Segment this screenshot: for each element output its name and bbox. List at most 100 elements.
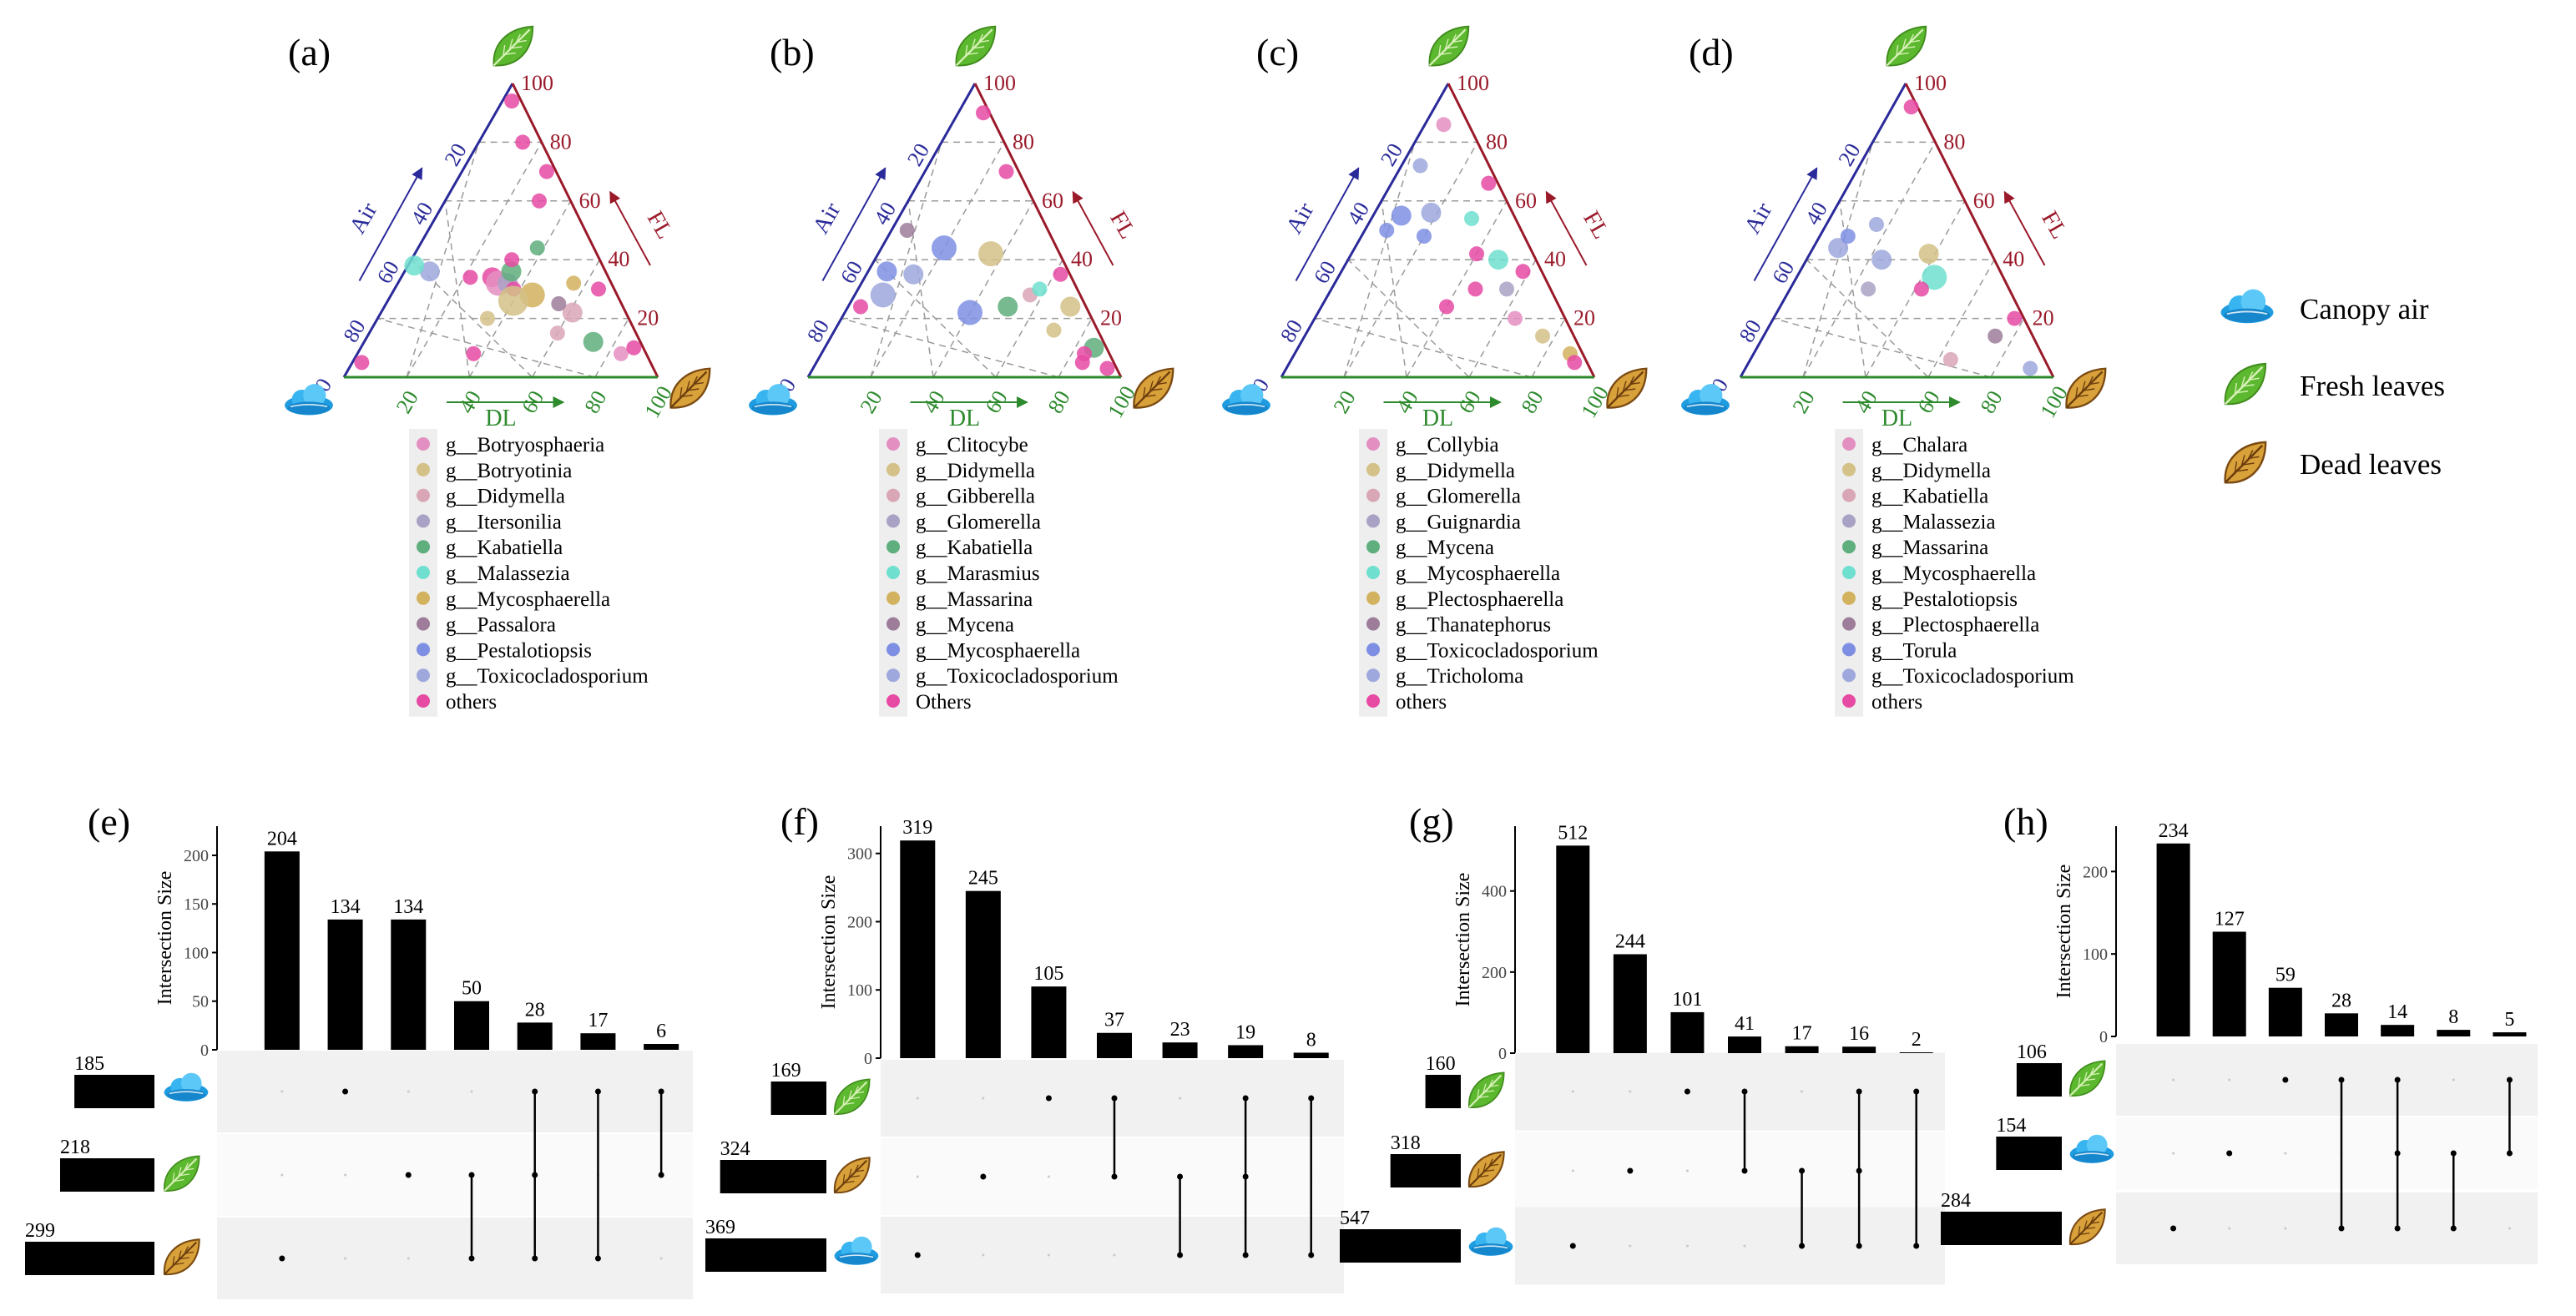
dry-leaf-icon xyxy=(2065,367,2107,409)
matrix-dot xyxy=(1684,1088,1690,1095)
y-axis-label: Intersection Size xyxy=(818,875,840,1010)
matrix-dot xyxy=(1047,1253,1050,1257)
matrix-dot xyxy=(2284,1152,2287,1155)
legend-swatch xyxy=(1366,462,1380,476)
matrix-dot xyxy=(1743,1244,1746,1248)
legend-label: g__Pestalotiopsis xyxy=(1871,588,2018,611)
intersection-bar xyxy=(454,1001,489,1050)
air-axis-edge xyxy=(806,83,977,378)
legend-label: g__Mycosphaerella xyxy=(916,639,1080,662)
data-point xyxy=(1535,328,1550,344)
matrix-dot xyxy=(659,1257,663,1260)
y-axis-label: Intersection Size xyxy=(1452,873,1474,1007)
set-size-label: 185 xyxy=(74,1053,104,1075)
ternary-panel-2: (b)202020404040606060808080100100100AirF… xyxy=(748,25,1174,717)
grid-line xyxy=(1406,200,1508,378)
intersection-bar xyxy=(1842,1046,1876,1053)
set-size-bar xyxy=(2016,1063,2062,1097)
legend-swatch xyxy=(886,668,900,683)
fl-axis-edge xyxy=(511,83,659,378)
grid-line xyxy=(406,142,480,378)
legend-swatch xyxy=(1842,694,1856,708)
intersection-bar xyxy=(644,1044,679,1050)
fl-tick-label: 100 xyxy=(1914,71,1947,95)
panel-label: (g) xyxy=(1409,800,1454,843)
set-size-label: 299 xyxy=(25,1220,55,1242)
legend-label: g__Didymella xyxy=(446,486,565,508)
data-point xyxy=(551,296,567,311)
bar-value-label: 16 xyxy=(1849,1023,1869,1045)
intersection-bar xyxy=(1613,954,1647,1053)
air-axis-label: Air xyxy=(1740,198,1778,238)
legend-swatch xyxy=(886,617,900,631)
matrix-dot xyxy=(405,1172,412,1178)
legend-label: g__Toxicocladosporium xyxy=(446,665,649,688)
legend-label: g__Passalora xyxy=(446,614,556,637)
dl-tick-label: 80 xyxy=(1043,386,1075,417)
data-point xyxy=(1840,229,1856,245)
legend-swatch xyxy=(1842,617,1856,631)
data-point xyxy=(614,345,629,361)
data-point xyxy=(899,223,915,238)
data-point xyxy=(1918,244,1939,265)
grid-line xyxy=(1773,317,1992,378)
set-size-bar xyxy=(1996,1137,2062,1170)
intersection-bar xyxy=(1162,1042,1198,1058)
data-point xyxy=(1391,205,1412,226)
y-tick-label: 0 xyxy=(864,1050,872,1068)
legend-swatch xyxy=(886,488,900,502)
matrix-dot xyxy=(1801,1090,1804,1093)
dl-axis-label: DL xyxy=(485,406,516,431)
grid-line xyxy=(1865,200,1966,378)
intersection-bar xyxy=(1670,1011,1705,1053)
data-point xyxy=(957,300,982,325)
matrix-row-band xyxy=(1515,1132,1945,1210)
dl-tick-label: 80 xyxy=(579,386,611,417)
data-point xyxy=(466,345,482,361)
data-point xyxy=(1481,175,1497,191)
legend-swatch xyxy=(1366,514,1380,528)
panel-label: (b) xyxy=(770,31,815,73)
legend-label: g__Glomerella xyxy=(916,511,1041,533)
matrix-dot xyxy=(2284,1227,2287,1230)
set-size-bar xyxy=(1390,1154,1461,1187)
bar-value-label: 204 xyxy=(267,828,297,850)
legend-swatch xyxy=(886,643,900,657)
legend-swatch xyxy=(417,462,430,476)
y-tick-label: 200 xyxy=(184,847,209,865)
legend-label: g__Toxicocladosporium xyxy=(1871,665,2074,688)
dry-leaf-icon xyxy=(669,367,711,409)
panel-label: (a) xyxy=(288,31,331,73)
legend-label: g__Botryosphaeria xyxy=(446,434,604,456)
bar-value-label: 19 xyxy=(1235,1021,1255,1043)
data-point xyxy=(1421,202,1442,223)
bar-value-label: 5 xyxy=(2504,1009,2514,1031)
intersection-bar xyxy=(1031,986,1067,1058)
fl-tick-label: 20 xyxy=(2033,306,2054,330)
data-point xyxy=(1032,281,1048,297)
legend-swatch xyxy=(1842,643,1856,657)
y-axis-label: Intersection Size xyxy=(154,871,176,1006)
legend-label: g__Pestalotiopsis xyxy=(446,639,592,662)
data-point xyxy=(1099,361,1115,376)
legend-label: g__Mycosphaerella xyxy=(1871,562,2036,585)
data-point xyxy=(876,261,897,282)
intersection-bar xyxy=(2381,1025,2415,1036)
matrix-row-band xyxy=(881,1216,1344,1294)
dl-tick-label: 20 xyxy=(1788,386,1820,417)
intersection-bar xyxy=(965,890,1001,1058)
bar-value-label: 105 xyxy=(1033,963,1063,985)
fl-tick-label: 40 xyxy=(1071,247,1093,271)
y-tick-label: 300 xyxy=(847,845,872,864)
data-point xyxy=(1464,210,1479,226)
cloud-icon xyxy=(833,1235,880,1266)
fl-axis-arrow xyxy=(609,190,651,266)
grid-line xyxy=(907,200,934,378)
legend-swatch xyxy=(1366,488,1380,502)
set-size-bar xyxy=(59,1158,154,1192)
grid-line xyxy=(1343,142,1416,378)
air-axis-arrow xyxy=(821,167,886,281)
data-point xyxy=(853,299,868,315)
